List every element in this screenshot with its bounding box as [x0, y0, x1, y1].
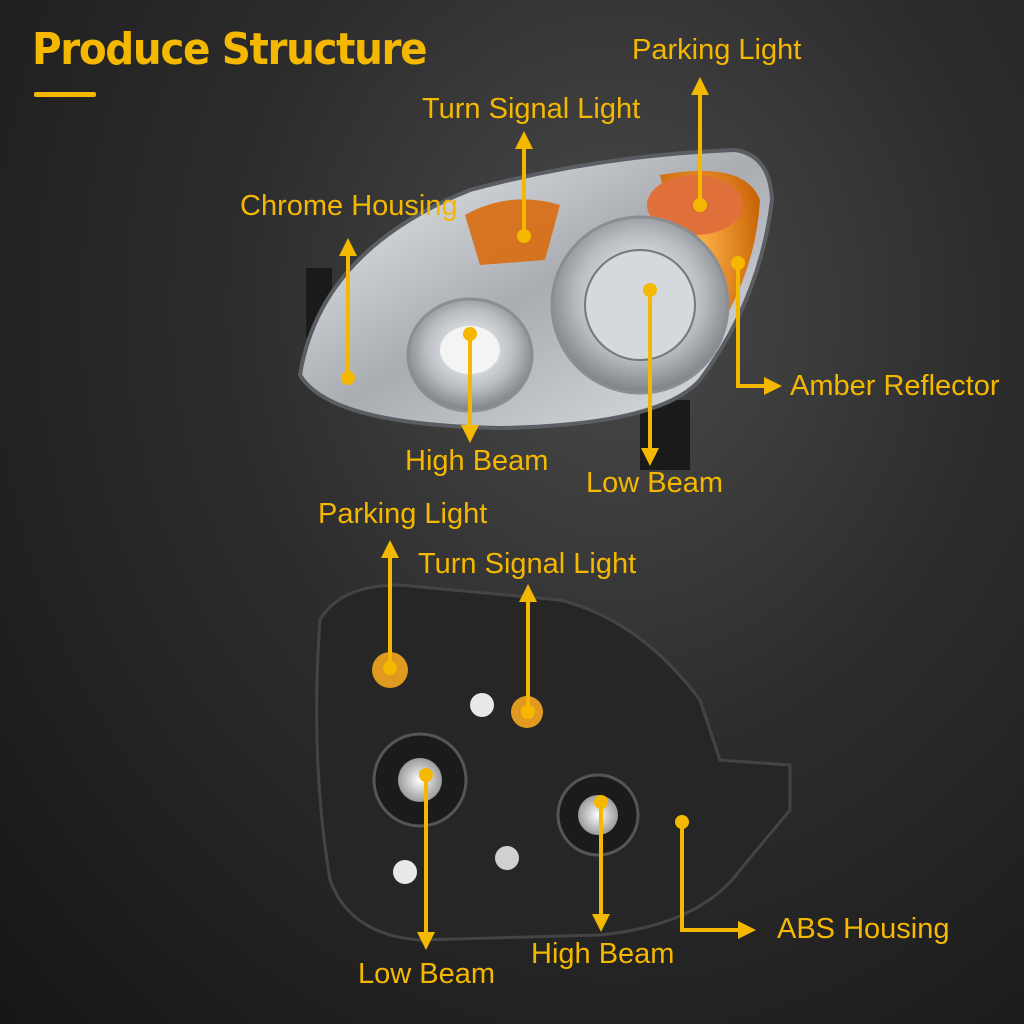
- label-front-high-beam: High Beam: [405, 445, 549, 477]
- front-headlight: [297, 147, 775, 470]
- label-front-low-beam: Low Beam: [586, 467, 724, 499]
- title-underline: [34, 92, 96, 97]
- label-front-amber-reflector: Amber Reflector: [790, 370, 1000, 402]
- callout-rear-abs: [680, 822, 756, 939]
- label-front-chrome-housing: Chrome Housing: [240, 190, 458, 222]
- rear-low-beam-bulb: [398, 758, 442, 802]
- label-rear-abs-housing: ABS Housing: [777, 913, 950, 945]
- label-rear-high-beam: High Beam: [531, 938, 675, 970]
- label-rear-turn-signal-light: Turn Signal Light: [418, 548, 637, 580]
- turn-signal-shape: [465, 199, 560, 265]
- callout-dots: [341, 198, 745, 829]
- label-front-parking-light: Parking Light: [632, 34, 802, 66]
- label-rear-low-beam: Low Beam: [358, 958, 496, 990]
- rear-headlight: [315, 583, 792, 942]
- callouts: [339, 77, 782, 950]
- label-front-turn-signal-light: Turn Signal Light: [422, 93, 641, 125]
- page-title: Produce Structure: [32, 24, 428, 75]
- label-rear-parking-light: Parking Light: [318, 498, 488, 530]
- callout-front-amber: [736, 263, 782, 395]
- abs-housing-shape: [315, 583, 792, 942]
- rear-high-beam-bulb: [578, 795, 618, 835]
